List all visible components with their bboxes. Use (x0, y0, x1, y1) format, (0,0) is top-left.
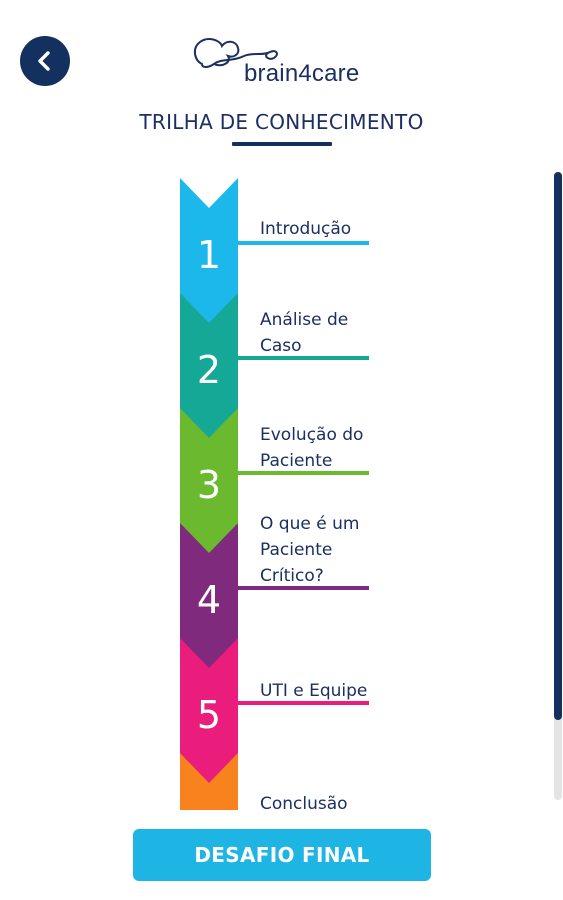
trail-step-5[interactable]: 5 UTI e Equipe (0, 638, 563, 798)
step-3-arrow (180, 408, 238, 560)
brand-logo: brain4care (192, 34, 382, 92)
step-3-label: Evolução do Paciente (260, 425, 364, 471)
step-2-label: Análise de Caso (260, 310, 349, 356)
step-1-number: 1 (196, 233, 222, 277)
step-1-line (238, 241, 369, 245)
logo-text: brain4care (244, 60, 360, 87)
step-4-arrow (180, 523, 238, 675)
step-4-number: 4 (196, 578, 222, 622)
step-5-arrow (180, 638, 238, 790)
step-3-number: 3 (196, 463, 222, 507)
chevron-left-icon (38, 51, 50, 71)
step-1-shape (180, 178, 238, 330)
step-5-shape (180, 638, 238, 790)
step-2-shape (180, 293, 238, 445)
scrollbar-thumb[interactable] (554, 172, 562, 720)
step-1-arrow (180, 178, 238, 330)
step-4-label: O que é um Paciente Crítico? (260, 514, 360, 586)
step-6-shape (180, 753, 238, 810)
title-underline (232, 142, 332, 146)
step-5-line (238, 701, 369, 705)
trail-step-4[interactable]: 4 O que é um Paciente Crítico? (0, 514, 563, 683)
step-2-arrow (180, 293, 238, 445)
step-5-label: UTI e Equipe (260, 681, 368, 701)
step-6-label: Conclusão (260, 794, 348, 810)
page-title: TRILHA DE CONHECIMENTO (139, 110, 424, 134)
back-button[interactable] (20, 36, 70, 86)
step-4-line (238, 586, 369, 590)
step-1-label: Introdução (260, 219, 352, 239)
trail-step-3[interactable]: 3 Evolução do Paciente (0, 408, 563, 568)
step-6-arrow (180, 753, 238, 810)
step-4-shape (180, 523, 238, 675)
step-2-number: 2 (196, 348, 222, 392)
step-3-shape (180, 408, 238, 560)
trail-step-1[interactable]: 1 Introdução (0, 178, 563, 338)
trail-step-2[interactable]: 2 Análise de Caso (0, 293, 563, 453)
trail-step-6[interactable]: Conclusão (0, 753, 563, 810)
step-3-line (238, 471, 369, 475)
step-5-number: 5 (196, 693, 222, 737)
brain-outline-icon (194, 38, 278, 68)
final-challenge-button[interactable]: DESAFIO FINAL (133, 829, 431, 881)
scrollbar-track[interactable] (554, 172, 562, 800)
step-2-line (238, 356, 369, 360)
knowledge-trail[interactable]: 1 Introdução 2 Análise de Caso 3 Evoluçã… (0, 170, 563, 810)
